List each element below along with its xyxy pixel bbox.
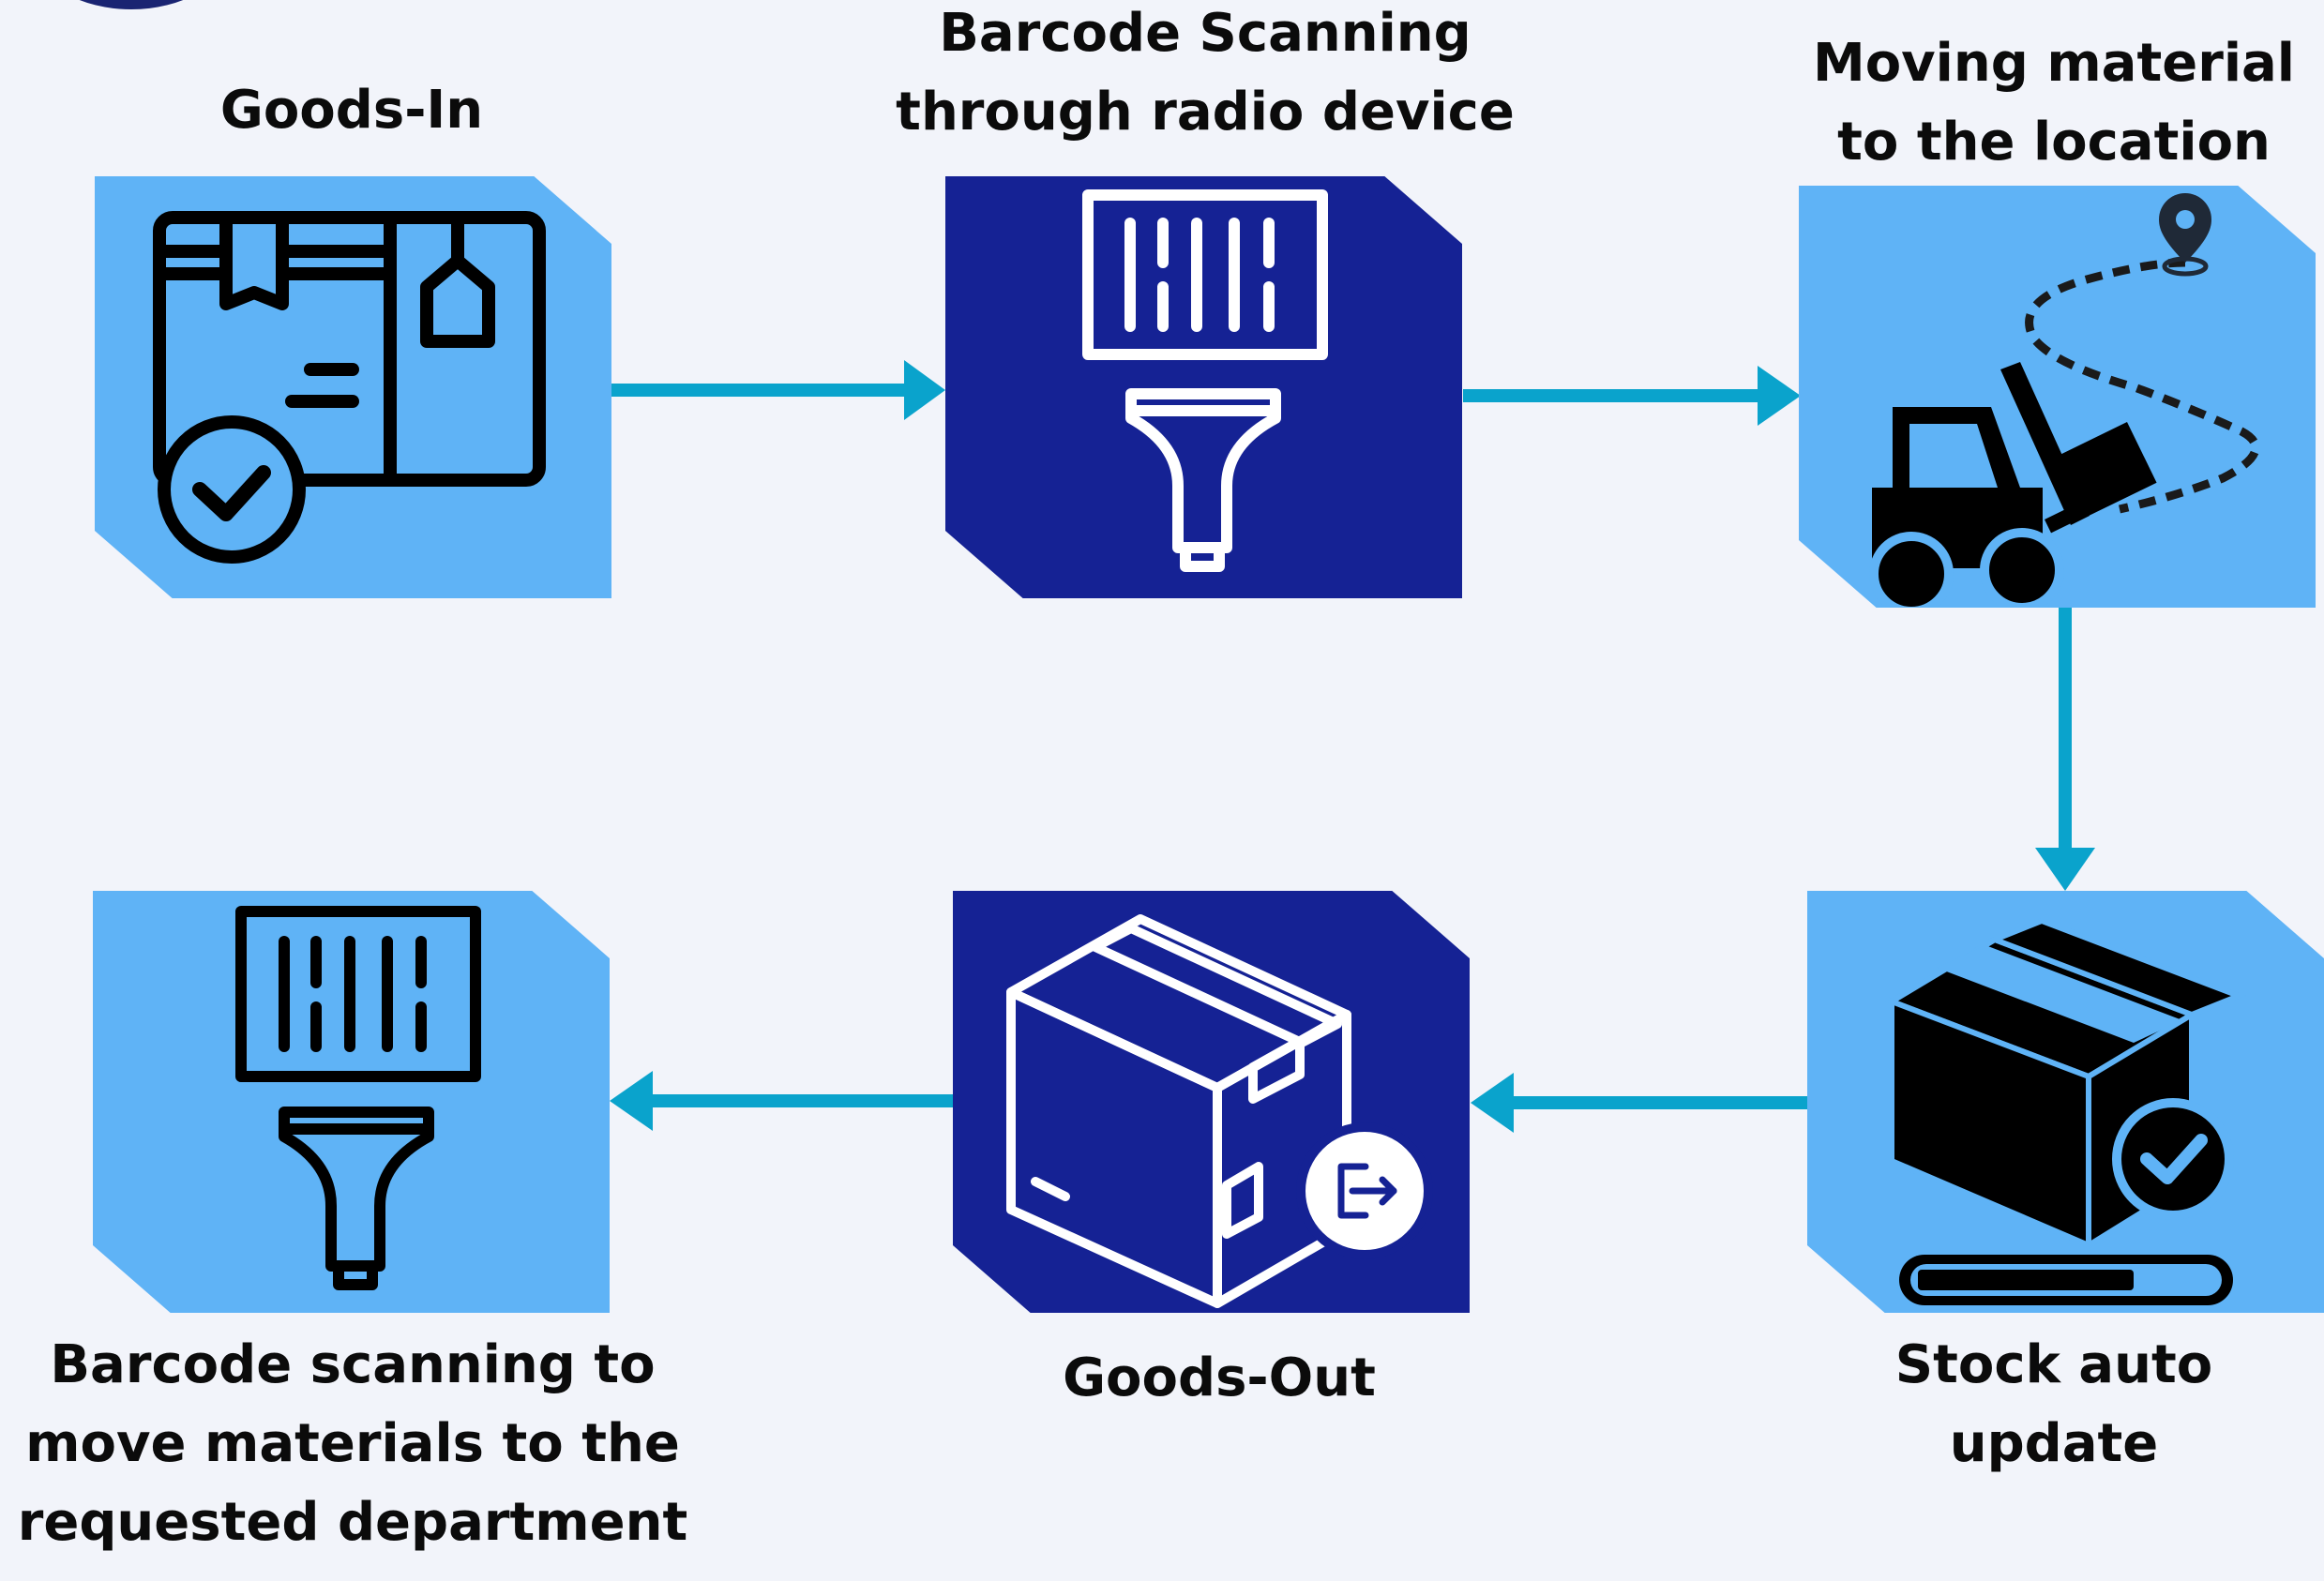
arrow-goods-out-to-barcode-move (610, 1071, 953, 1131)
arrow-goods-in-to-scanning (610, 360, 945, 420)
barcode-scanner-icon (1082, 189, 1328, 572)
forklift-route-icon (1869, 193, 2260, 608)
barcode-scanning-label-line-2: through radio device (896, 82, 1515, 143)
barcode-move-label-line-2: move materials to the (25, 1413, 680, 1474)
stock-update-label-line-2: update (1949, 1413, 2159, 1474)
stock-update-label-line-1: Stock auto (1894, 1334, 2213, 1395)
location-pin-icon (2159, 193, 2211, 277)
barcode-move-card (93, 891, 610, 1313)
goods-in-card (95, 176, 611, 598)
progress-bar-icon (1899, 1255, 2233, 1305)
barcode-scanning-label-line-1: Barcode Scanning (939, 3, 1471, 64)
arrow-stock-update-to-goods-out (1471, 1073, 1808, 1133)
goods-in-label: Goods-In (219, 80, 484, 141)
goods-received-box-icon (153, 211, 546, 564)
barcode-scanning-card (945, 176, 1462, 598)
moving-material-label-line-2: to the location (1837, 112, 2271, 173)
stock-box-check-icon (1885, 917, 2247, 1305)
barcode-move-label: Barcode scanning to move materials to th… (0, 1326, 705, 1562)
barcode-scanning-label: Barcode Scanning through radio device (844, 0, 1566, 152)
moving-material-label: Moving material to the location (1801, 24, 2307, 182)
arrow-scanning-to-moving (1463, 366, 1801, 426)
moving-material-card (1799, 186, 2316, 608)
goods-out-label: Goods-Out (1063, 1348, 1376, 1408)
arrow-moving-to-stock-update (2035, 608, 2095, 891)
stock-update-card (1807, 891, 2324, 1313)
barcode-move-label-line-1: Barcode scanning to (50, 1334, 656, 1395)
brand-logo-fragment (38, 0, 225, 9)
box-export-icon (1006, 914, 1433, 1308)
barcode-move-label-line-3: requested department (17, 1492, 688, 1553)
barcode-scanner-icon (235, 906, 481, 1290)
stock-update-label: Stock auto update (1838, 1326, 2270, 1483)
goods-out-card (953, 891, 1470, 1313)
moving-material-label-line-1: Moving material (1812, 33, 2296, 94)
